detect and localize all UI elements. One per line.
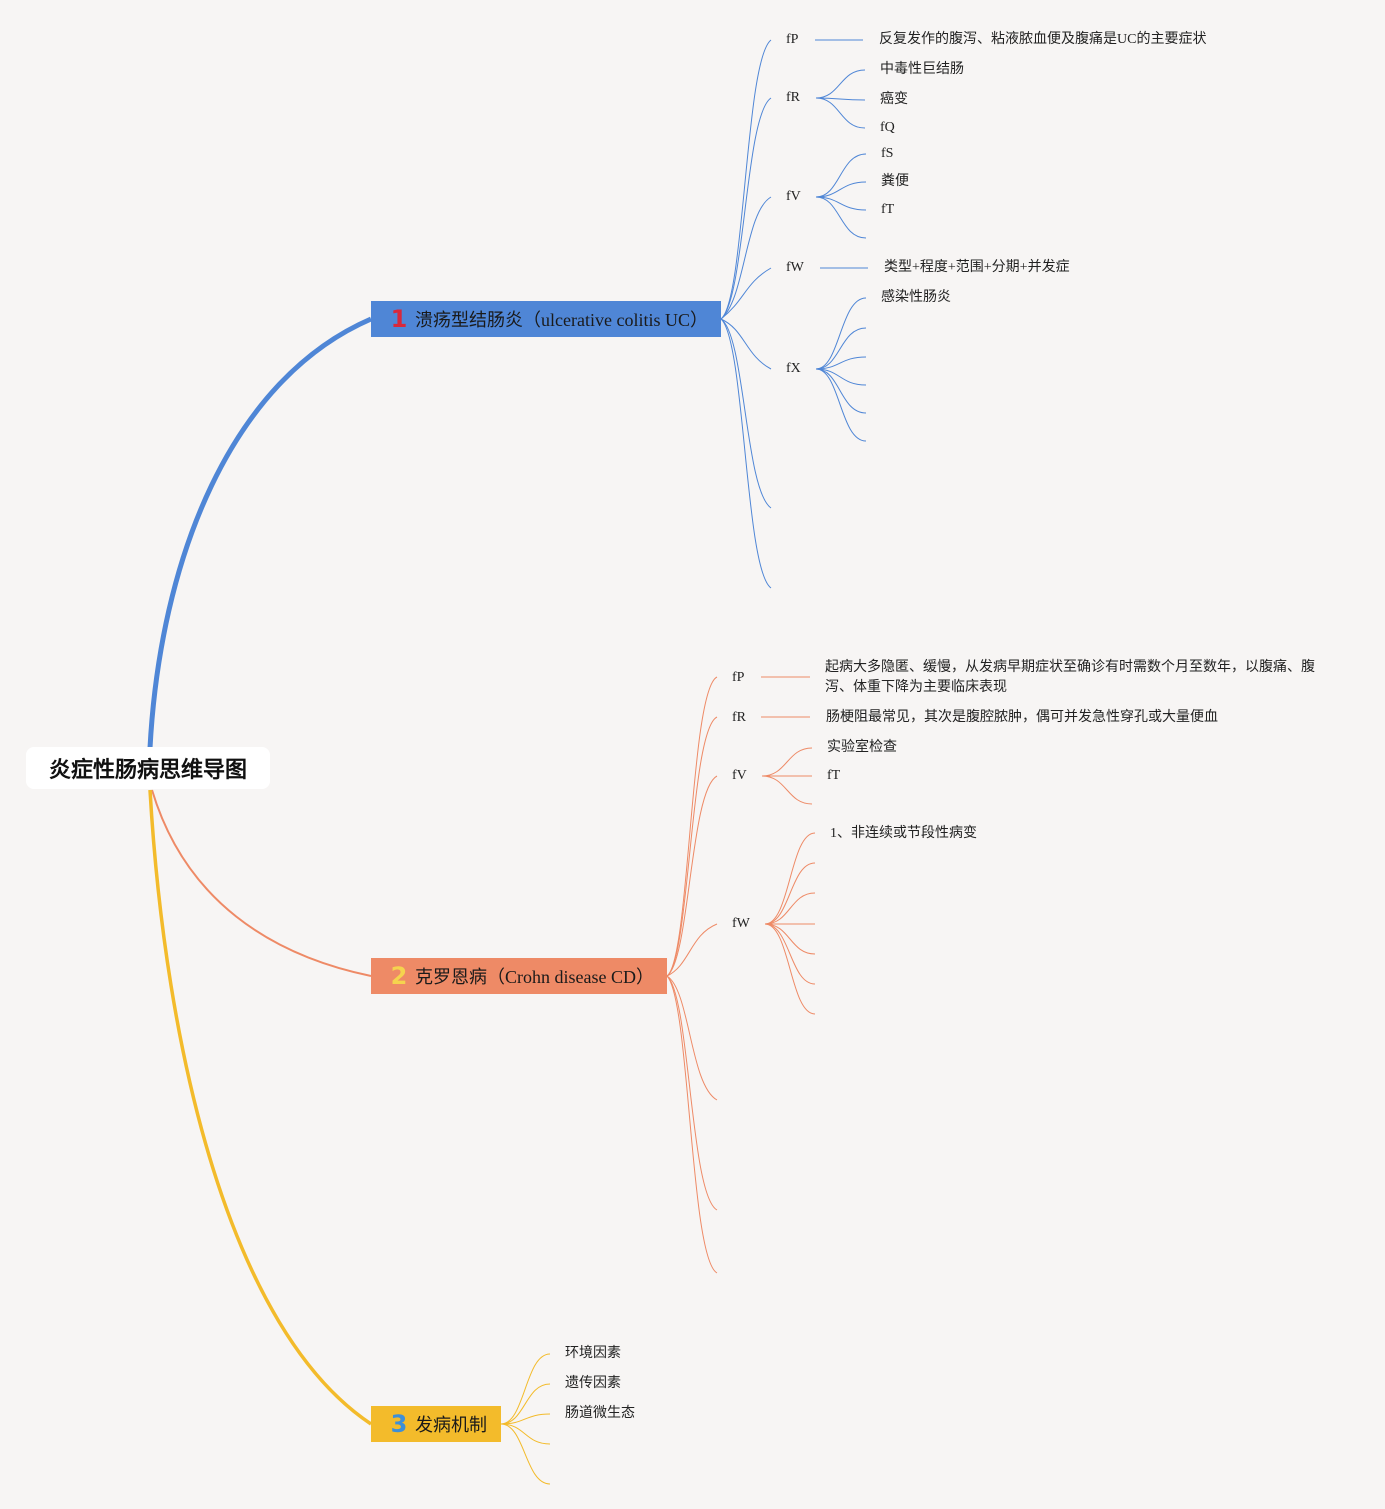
uc-fw-note[interactable]: 类型+程度+范围+分期+并发症 <box>884 260 1070 275</box>
cd-fv-item[interactable]: fT <box>827 768 841 783</box>
topic-number-1: 1 <box>390 305 408 333</box>
connector-root-cd <box>151 789 372 977</box>
cd-fv-node[interactable]: fV <box>732 768 747 783</box>
uc-fr-item[interactable]: 中毒性巨结肠 <box>880 62 964 77</box>
cd-fr-note[interactable]: 肠梗阻最常见，其次是腹腔脓肿，偶可并发急性穿孔或大量便血 <box>826 710 1218 725</box>
mech-item[interactable]: 肠道微生态 <box>565 1406 635 1421</box>
root-topic[interactable]: 炎症性肠病思维导图 <box>26 747 270 789</box>
topic-label: 发病机制 <box>415 1415 487 1435</box>
topic-label: 克罗恩病（Crohn disease CD） <box>415 967 654 987</box>
topic-crohn-disease[interactable]: 2 克罗恩病（Crohn disease CD） <box>371 958 667 994</box>
uc-fv-item[interactable]: fT <box>881 202 895 217</box>
mech-branch-lines <box>500 1353 551 1485</box>
uc-fx-node[interactable]: fX <box>786 361 801 376</box>
connector-root-uc <box>147 316 372 749</box>
uc-fp-note[interactable]: 反复发作的腹泻、粘液脓血便及腹痛是UC的主要症状 <box>879 32 1207 47</box>
topic-ulcerative-colitis[interactable]: 1 溃疡型结肠炎（ulcerative colitis UC） <box>371 301 721 337</box>
uc-fv-node[interactable]: fV <box>786 189 801 204</box>
mech-item[interactable]: 环境因素 <box>565 1346 621 1361</box>
uc-fr-node[interactable]: fR <box>786 90 800 105</box>
cd-fp-node[interactable]: fP <box>732 670 745 685</box>
mech-item[interactable]: 遗传因素 <box>565 1376 621 1391</box>
cd-fw-node[interactable]: fW <box>732 916 750 931</box>
cd-branch-lines <box>666 676 816 1274</box>
uc-fr-item[interactable]: fQ <box>880 120 895 135</box>
cd-fv-item[interactable]: 实验室检查 <box>827 740 897 755</box>
topic-pathogenesis[interactable]: 3 发病机制 <box>371 1406 501 1442</box>
uc-fx-item[interactable]: 感染性肠炎 <box>881 290 951 305</box>
topic-number-2: 2 <box>390 962 408 990</box>
uc-fv-item[interactable]: 粪便 <box>881 174 909 189</box>
connector-root-mech <box>148 789 372 1426</box>
cd-fp-note[interactable]: 起病大多隐匿、缓慢，从发病早期症状至确诊有时需数个月至数年，以腹痛、腹泻、体重下… <box>825 660 1315 695</box>
uc-fw-node[interactable]: fW <box>786 260 804 275</box>
uc-fp-node[interactable]: fP <box>786 32 799 47</box>
topic-label: 溃疡型结肠炎（ulcerative colitis UC） <box>415 310 708 330</box>
topic-number-3: 3 <box>390 1410 408 1438</box>
cd-fw-item[interactable]: 1、非连续或节段性病变 <box>830 826 977 841</box>
cd-fr-node[interactable]: fR <box>732 710 746 725</box>
uc-fr-item[interactable]: 癌变 <box>880 92 908 107</box>
uc-fv-item[interactable]: fS <box>881 146 894 161</box>
uc-branch-lines <box>720 39 868 589</box>
